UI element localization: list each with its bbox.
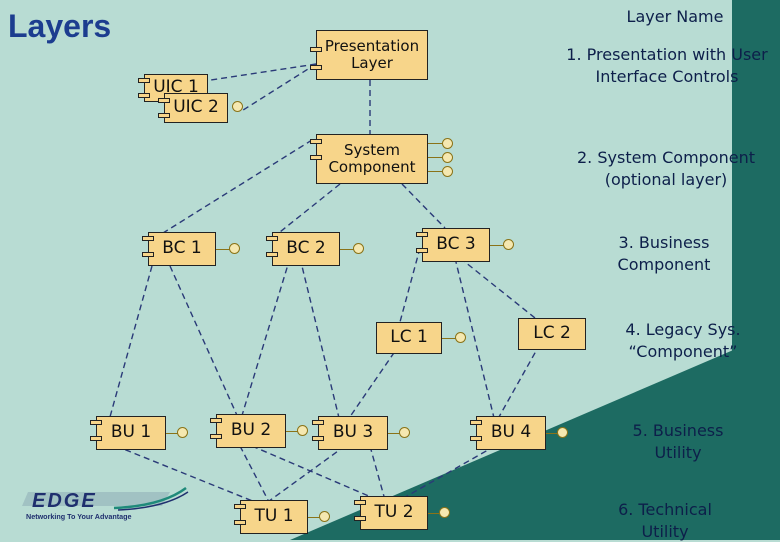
component-label: UIC 2: [173, 97, 219, 118]
presentation-layer-component: Presentation Layer: [310, 30, 428, 80]
interface-stem: [428, 171, 442, 172]
bc3-component: BC 3: [416, 228, 490, 262]
page-title: Layers: [8, 8, 112, 44]
component-label: TU 1: [254, 506, 294, 527]
interface-lollipop-icon: [353, 243, 364, 254]
tu2-component: TU 2: [354, 496, 428, 530]
lc1-component: LC 1: [376, 322, 442, 354]
interface-stem: [442, 338, 456, 339]
interface-lollipop-icon: [399, 427, 410, 438]
tu1-component: TU 1: [234, 500, 308, 534]
legend-layer-4: 4. Legacy Sys. “Component”: [625, 320, 741, 361]
component-tab-icon: [310, 65, 322, 70]
edge-logo: EDGE Networking To Your Advantage: [22, 486, 189, 521]
interface-stem: [286, 431, 298, 432]
bc1-component: BC 1: [142, 232, 216, 266]
component-tab-icon: [158, 113, 170, 118]
component-tab-icon: [142, 252, 154, 257]
interface-lollipop-icon: [442, 152, 453, 163]
component-label: Presentation Layer: [324, 36, 420, 72]
component-label: LC 2: [533, 323, 571, 344]
interface-lollipop-icon: [503, 239, 514, 250]
legend-header: Layer Name: [626, 7, 724, 26]
interface-stem: [490, 245, 504, 246]
component-tab-icon: [138, 93, 150, 98]
component-tab-icon: [234, 520, 246, 525]
svg-text:EDGE: EDGE: [32, 490, 97, 512]
interface-lollipop-icon: [319, 511, 330, 522]
interface-lollipop-icon: [557, 427, 568, 438]
component-tab-icon: [416, 248, 428, 253]
bu1-component: BU 1: [90, 416, 166, 450]
bc2-component: BC 2: [266, 232, 340, 266]
legend-layer-3: 3. Business Component: [617, 233, 711, 274]
uic2-component: UIC 2: [158, 93, 228, 123]
interface-stem: [216, 249, 230, 250]
component-tab-icon: [354, 516, 366, 521]
component-label: BC 3: [436, 234, 476, 255]
legend-layer-1: 1. Presentation with User Interface Cont…: [566, 45, 768, 86]
interface-lollipop-icon: [442, 166, 453, 177]
interface-stem: [428, 157, 442, 158]
component-tab-icon: [354, 500, 366, 505]
component-tab-icon: [138, 78, 150, 83]
component-label: LC 1: [390, 327, 428, 348]
component-tab-icon: [210, 434, 222, 439]
bu4-component: BU 4: [470, 416, 546, 450]
component-tab-icon: [210, 418, 222, 423]
component-tab-icon: [266, 252, 278, 257]
interface-stem: [428, 513, 440, 514]
component-tab-icon: [310, 155, 322, 160]
svg-text:Networking To Your Advantage: Networking To Your Advantage: [26, 512, 132, 521]
component-tab-icon: [416, 232, 428, 237]
component-label: BC 1: [162, 238, 202, 259]
interface-stem: [340, 249, 354, 250]
legend-layer-5: 5. Business Utility: [632, 421, 724, 462]
component-label: UIC 1: [153, 77, 199, 98]
interface-lollipop-icon: [442, 138, 453, 149]
component-tab-icon: [310, 47, 322, 52]
interface-stem: [308, 517, 320, 518]
system-component: System Component: [310, 134, 428, 184]
legend-layer-2: 2. System Component (optional layer): [577, 148, 755, 189]
component-tab-icon: [90, 436, 102, 441]
lc2-component: LC 2: [518, 318, 586, 350]
component-tab-icon: [266, 236, 278, 241]
interface-stem: [388, 433, 400, 434]
bu3-component: BU 3: [312, 416, 388, 450]
interface-stem: [428, 143, 442, 144]
interface-lollipop-icon: [439, 507, 450, 518]
component-tab-icon: [470, 436, 482, 441]
component-label: BU 2: [230, 420, 272, 441]
bu2-component: BU 2: [210, 414, 286, 448]
interface-lollipop-icon: [229, 243, 240, 254]
component-label: System Component: [328, 140, 416, 176]
component-tab-icon: [310, 139, 322, 144]
interface-stem: [166, 433, 178, 434]
component-tab-icon: [312, 436, 324, 441]
component-label: BC 2: [286, 238, 326, 259]
component-tab-icon: [312, 420, 324, 425]
legend-layer-6: 6. Technical Utility: [618, 500, 712, 541]
component-label: BU 3: [332, 422, 374, 443]
component-label: BU 1: [110, 422, 152, 443]
interface-stem: [546, 433, 558, 434]
component-label: BU 4: [490, 422, 532, 443]
interface-lollipop-icon: [297, 425, 308, 436]
component-label: TU 2: [374, 502, 414, 523]
component-tab-icon: [90, 420, 102, 425]
component-tab-icon: [142, 236, 154, 241]
component-tab-icon: [158, 98, 170, 103]
interface-lollipop-icon: [232, 101, 243, 112]
interface-lollipop-icon: [177, 427, 188, 438]
component-tab-icon: [234, 504, 246, 509]
component-tab-icon: [470, 420, 482, 425]
interface-lollipop-icon: [455, 332, 466, 343]
